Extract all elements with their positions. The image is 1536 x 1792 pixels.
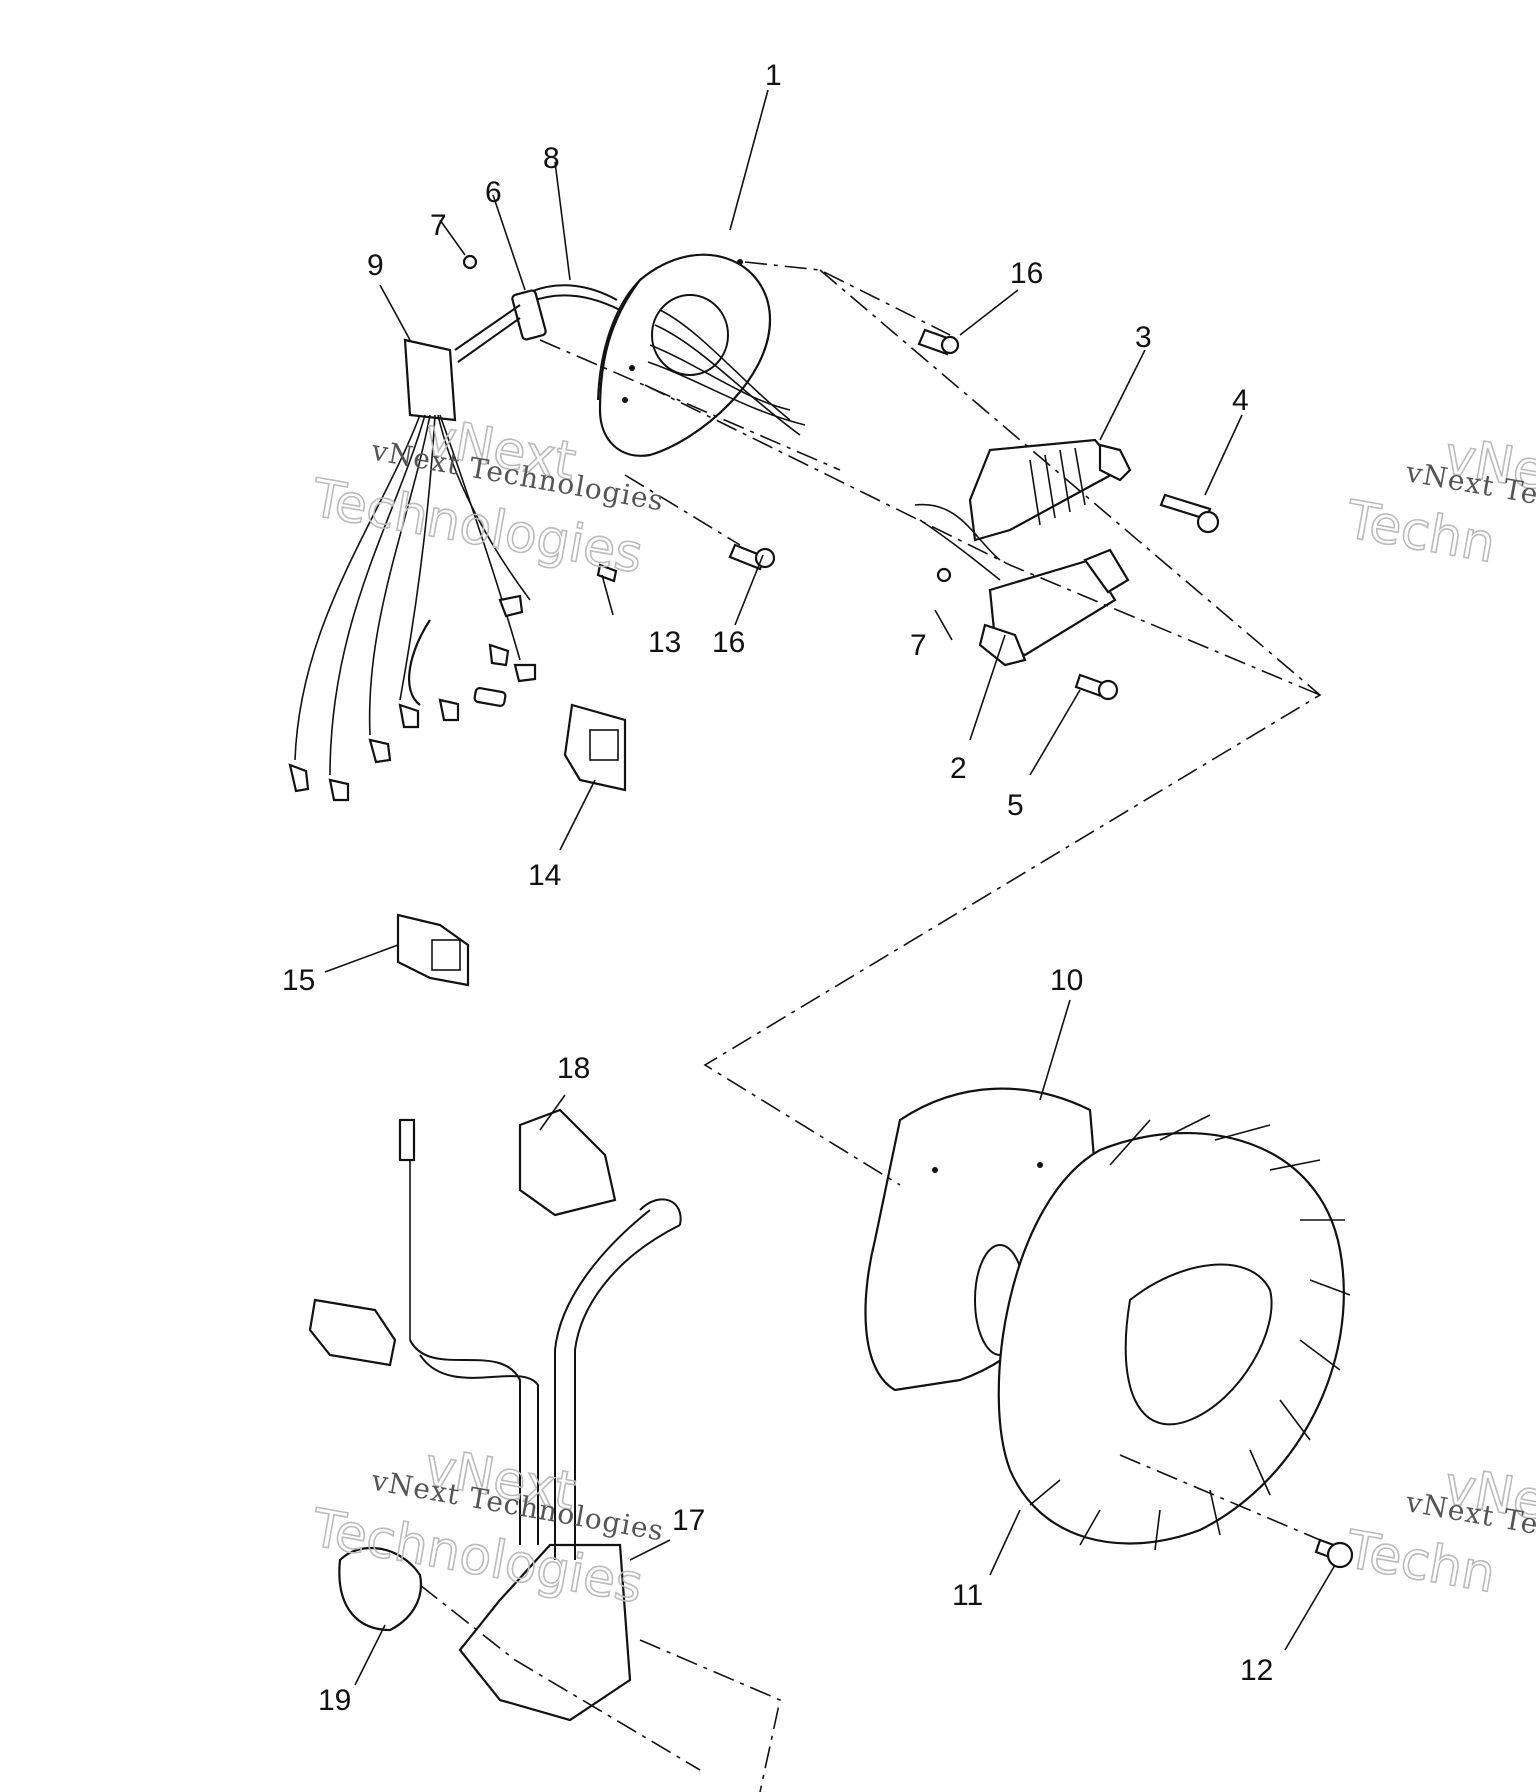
assembly-lines	[419, 261, 1322, 1792]
callout-17: 17	[672, 1504, 705, 1537]
callout-10: 10	[1050, 964, 1083, 997]
callout-2: 2	[950, 752, 967, 785]
callout-7a: 7	[430, 209, 447, 242]
callout-labels: 1 2 3 4 5 6 7 7 8 9 10 11 12 13 14 15 16…	[282, 59, 1273, 1717]
callout-14: 14	[528, 859, 561, 892]
callout-5: 5	[1007, 789, 1024, 822]
callout-9: 9	[367, 249, 384, 282]
callout-19: 19	[318, 1684, 351, 1717]
connector-14	[563, 703, 627, 792]
watermark-right-bottom-tech: Techn	[1341, 1520, 1500, 1605]
callout-13: 13	[648, 626, 681, 659]
leader-lines	[324, 89, 1336, 1686]
wire-harness	[454, 284, 621, 363]
ignition-coil-17	[308, 1118, 681, 1722]
callout-16b: 16	[712, 626, 745, 659]
fan-11	[997, 1114, 1351, 1551]
callout-11: 11	[952, 1579, 983, 1612]
callout-1: 1	[765, 59, 782, 92]
callout-8: 8	[543, 142, 560, 175]
callout-12: 12	[1240, 1654, 1273, 1687]
ignition-module-2	[914, 503, 1130, 667]
callout-4: 4	[1232, 384, 1249, 417]
callout-16a: 16	[1010, 257, 1043, 290]
watermark-right-top-tech: Techn	[1341, 490, 1500, 575]
watermark-right-bottom: vNext vNext Te Techn	[1340, 1455, 1536, 1606]
connector-15	[396, 913, 470, 987]
stator-plate	[597, 253, 806, 457]
lighting-coil-3	[968, 438, 1132, 542]
callout-6: 6	[485, 176, 502, 209]
callout-18: 18	[557, 1052, 590, 1085]
connector-block-9	[288, 338, 537, 802]
callout-3: 3	[1135, 321, 1152, 354]
spark-plug-cap-18	[518, 1108, 682, 1226]
callout-15: 15	[282, 964, 315, 997]
callout-7b: 7	[910, 629, 927, 662]
watermark-right-top: vNext vNext Te Techn	[1340, 425, 1536, 576]
